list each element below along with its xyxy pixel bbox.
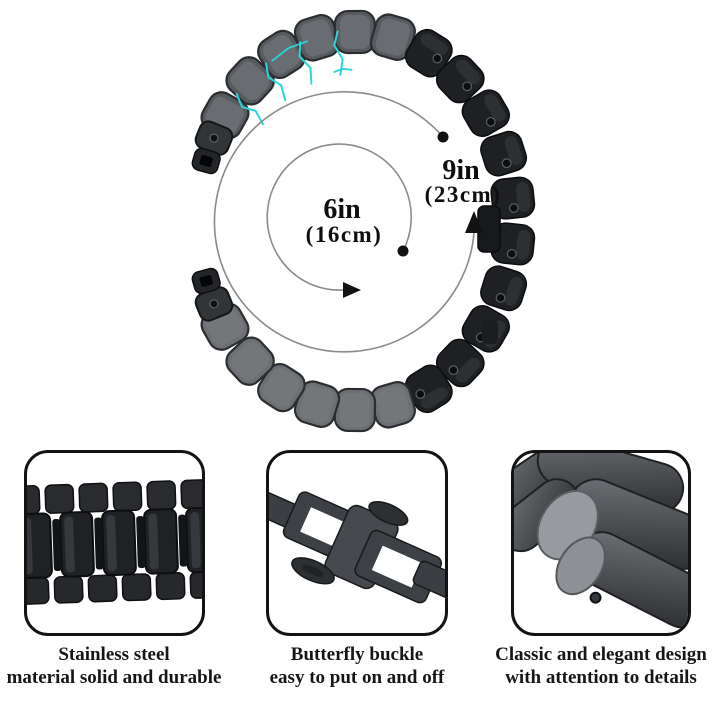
outer-circumference-arc: [213, 91, 475, 353]
feature-panel-buckle: [266, 450, 448, 636]
feature-caption-line: Butterfly buckle: [290, 644, 424, 665]
teal-highlight: [298, 41, 313, 85]
angled-links-image: [514, 453, 688, 629]
band-link: [333, 9, 377, 55]
band-link: [480, 265, 528, 312]
feature-caption: Classic and elegant design with attentio…: [481, 643, 720, 689]
inner-arc-arrowhead: [343, 282, 361, 298]
watch-band-ring: [191, 9, 536, 433]
outer-arc-dot: [437, 131, 449, 143]
band-link: [333, 387, 377, 433]
band-end-tip: [191, 267, 221, 295]
outer-size-inches: 9in: [442, 155, 480, 186]
outer-arc-arrowhead: [465, 211, 483, 233]
teal-highlight: [235, 93, 264, 126]
clasp-hinge-nub: [482, 320, 498, 344]
band-end-tip: [191, 147, 221, 175]
teal-highlight: [265, 62, 287, 102]
band-link: [435, 338, 485, 388]
band-end-link: [194, 120, 234, 156]
teal-highlight: [333, 67, 353, 73]
butterfly-buckle-image: [269, 471, 445, 619]
band-link: [257, 362, 306, 413]
band-end-link: [194, 286, 234, 322]
feature-caption-line: material solid and durable: [6, 667, 222, 688]
steel-links-image: [27, 479, 202, 605]
feature-caption: Butterfly buckle easy to put on and off: [236, 643, 478, 689]
watch-band-diagram: 6in (16cm) 9in (23cm): [191, 9, 536, 433]
inner-size-cm: (16cm): [306, 222, 383, 247]
feature-caption-line: with attention to details: [505, 667, 697, 688]
inner-size-inches: 6in: [323, 194, 361, 225]
band-link: [404, 364, 453, 414]
feature-caption-line: easy to put on and off: [269, 667, 445, 688]
inner-circumference-arc: [266, 143, 413, 291]
teal-highlight: [333, 30, 344, 76]
band-link: [293, 14, 341, 62]
feature-panel-material: [24, 450, 205, 636]
feature-caption-line: Stainless steel: [58, 644, 170, 665]
inner-dimension-annotation: 6in (16cm): [266, 143, 413, 298]
teal-highlight: [271, 40, 309, 62]
band-link: [404, 28, 453, 78]
band-link: [461, 89, 510, 138]
band-link: [369, 13, 416, 61]
band-link: [225, 336, 275, 386]
band-link: [293, 380, 341, 428]
band-link: [435, 54, 485, 104]
feature-caption: Stainless steel material solid and durab…: [0, 643, 234, 689]
outer-dimension-annotation: 9in (23cm): [213, 91, 502, 353]
outer-size-cm: (23cm): [425, 182, 502, 207]
band-link: [490, 176, 536, 220]
band-link: [480, 130, 528, 177]
feature-panel-design: [511, 450, 691, 636]
inner-arc-dot: [397, 245, 409, 257]
feature-caption-line: Classic and elegant design: [495, 644, 707, 665]
band-link: [225, 56, 275, 106]
band-link: [490, 222, 536, 266]
